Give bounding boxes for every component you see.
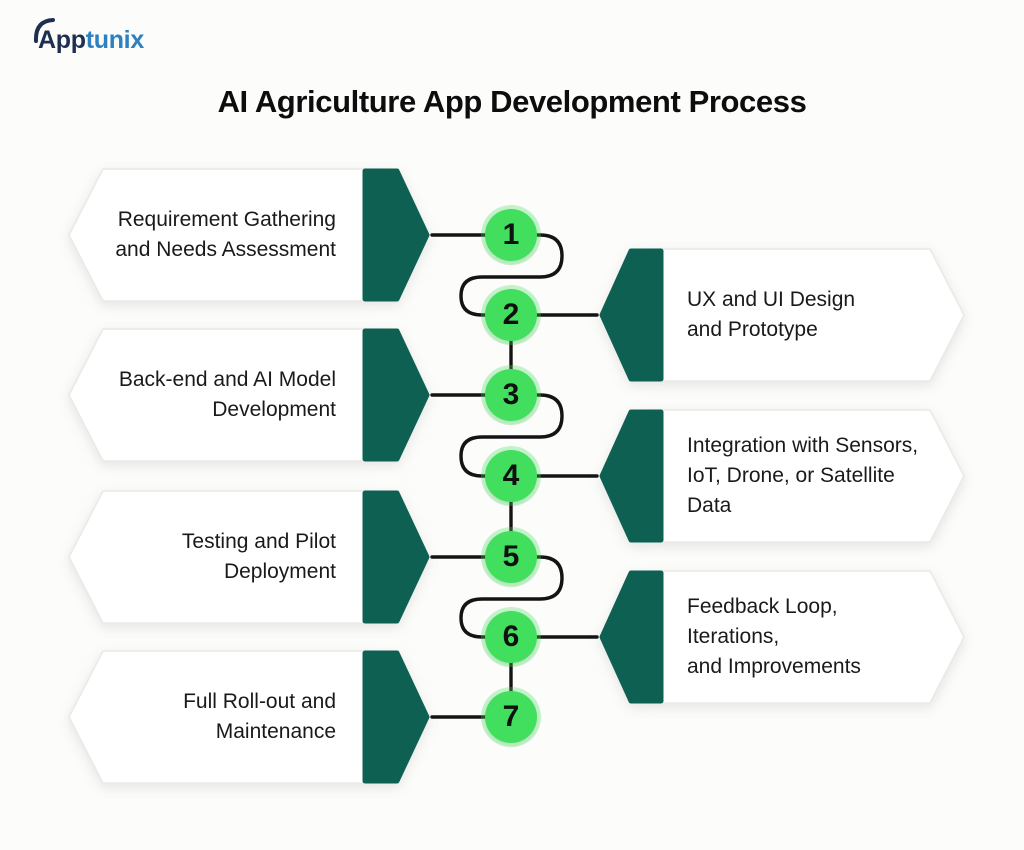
step-number-1: 1 xyxy=(485,209,537,261)
step-label-7: Full Roll-out and Maintenance xyxy=(97,649,336,785)
step-number-4: 4 xyxy=(485,450,537,502)
step-label-4: Integration with Sensors, IoT, Drone, or… xyxy=(687,408,920,544)
connector-path xyxy=(430,233,599,719)
step-label-3: Back-end and AI Model Development xyxy=(97,327,336,463)
step-label-line: UX and UI Design xyxy=(687,288,856,311)
logo-swoosh-icon xyxy=(33,18,55,43)
logo-text-app: App xyxy=(38,26,86,54)
step-label-line: Full Roll-out and xyxy=(183,690,336,713)
step-number-5: 5 xyxy=(485,531,537,583)
card-body xyxy=(68,168,374,302)
logo-wordmark: Apptunix xyxy=(33,18,145,55)
step-label-line: Development xyxy=(212,398,336,421)
card-arrow-right-icon xyxy=(362,328,430,462)
step-card-4: Integration with Sensors, IoT, Drone, or… xyxy=(597,408,966,544)
card-arrow-left-icon xyxy=(599,570,664,704)
step-label-1: Requirement Gathering and Needs Assessme… xyxy=(97,167,336,303)
card-arrow-left-icon xyxy=(599,409,664,543)
card-arrow-right-icon xyxy=(362,650,430,784)
step-label-line: Integration with Sensors, xyxy=(687,434,919,457)
logo-text-tunix: tunix xyxy=(85,26,145,54)
page-title: AI Agriculture App Development Process xyxy=(217,84,807,119)
card-arrow-left-icon xyxy=(599,248,664,382)
step-label-line: Feedback Loop, Iterations, xyxy=(687,595,838,648)
step-card-6: Feedback Loop, Iterations, and Improveme… xyxy=(597,569,966,705)
card-shape xyxy=(599,409,965,543)
card-shape xyxy=(599,570,965,704)
card-arrow-right-icon xyxy=(362,490,430,624)
card-body xyxy=(68,328,374,462)
card-shape xyxy=(68,490,430,624)
step-label-line: Requirement Gathering xyxy=(117,208,336,231)
step-number-3: 3 xyxy=(485,369,537,421)
step-label-line: Deployment xyxy=(223,560,336,583)
card-body xyxy=(68,490,374,624)
step-number-6: 6 xyxy=(485,611,537,663)
step-card-2: UX and UI Design and Prototype xyxy=(597,247,966,383)
card-shape xyxy=(68,168,430,302)
card-arrow-right-icon xyxy=(362,168,430,302)
card-shape xyxy=(68,650,430,784)
step-card-5: Testing and Pilot Deployment xyxy=(67,489,432,625)
step-number-2: 2 xyxy=(485,289,537,341)
step-label-line: and Prototype xyxy=(687,318,818,341)
step-label-line: Back-end and AI Model xyxy=(118,368,336,391)
step-number-7: 7 xyxy=(485,691,537,743)
step-card-3: Back-end and AI Model Development xyxy=(67,327,432,463)
step-card-7: Full Roll-out and Maintenance xyxy=(67,649,432,785)
step-label-line: Maintenance xyxy=(215,720,336,743)
card-shape xyxy=(68,328,430,462)
step-label-2: UX and UI Design and Prototype xyxy=(687,247,920,383)
apptunix-logo: Apptunix xyxy=(33,18,145,55)
step-card-1: Requirement Gathering and Needs Assessme… xyxy=(67,167,432,303)
step-label-6: Feedback Loop, Iterations, and Improveme… xyxy=(687,569,920,705)
step-label-line: IoT, Drone, or Satellite Data xyxy=(687,464,895,517)
step-label-line: Testing and Pilot xyxy=(181,530,336,553)
card-body xyxy=(68,650,374,784)
card-shape xyxy=(599,248,965,382)
step-label-line: and Needs Assessment xyxy=(115,238,336,261)
step-label-line: and Improvements xyxy=(687,655,861,678)
step-label-5: Testing and Pilot Deployment xyxy=(97,489,336,625)
